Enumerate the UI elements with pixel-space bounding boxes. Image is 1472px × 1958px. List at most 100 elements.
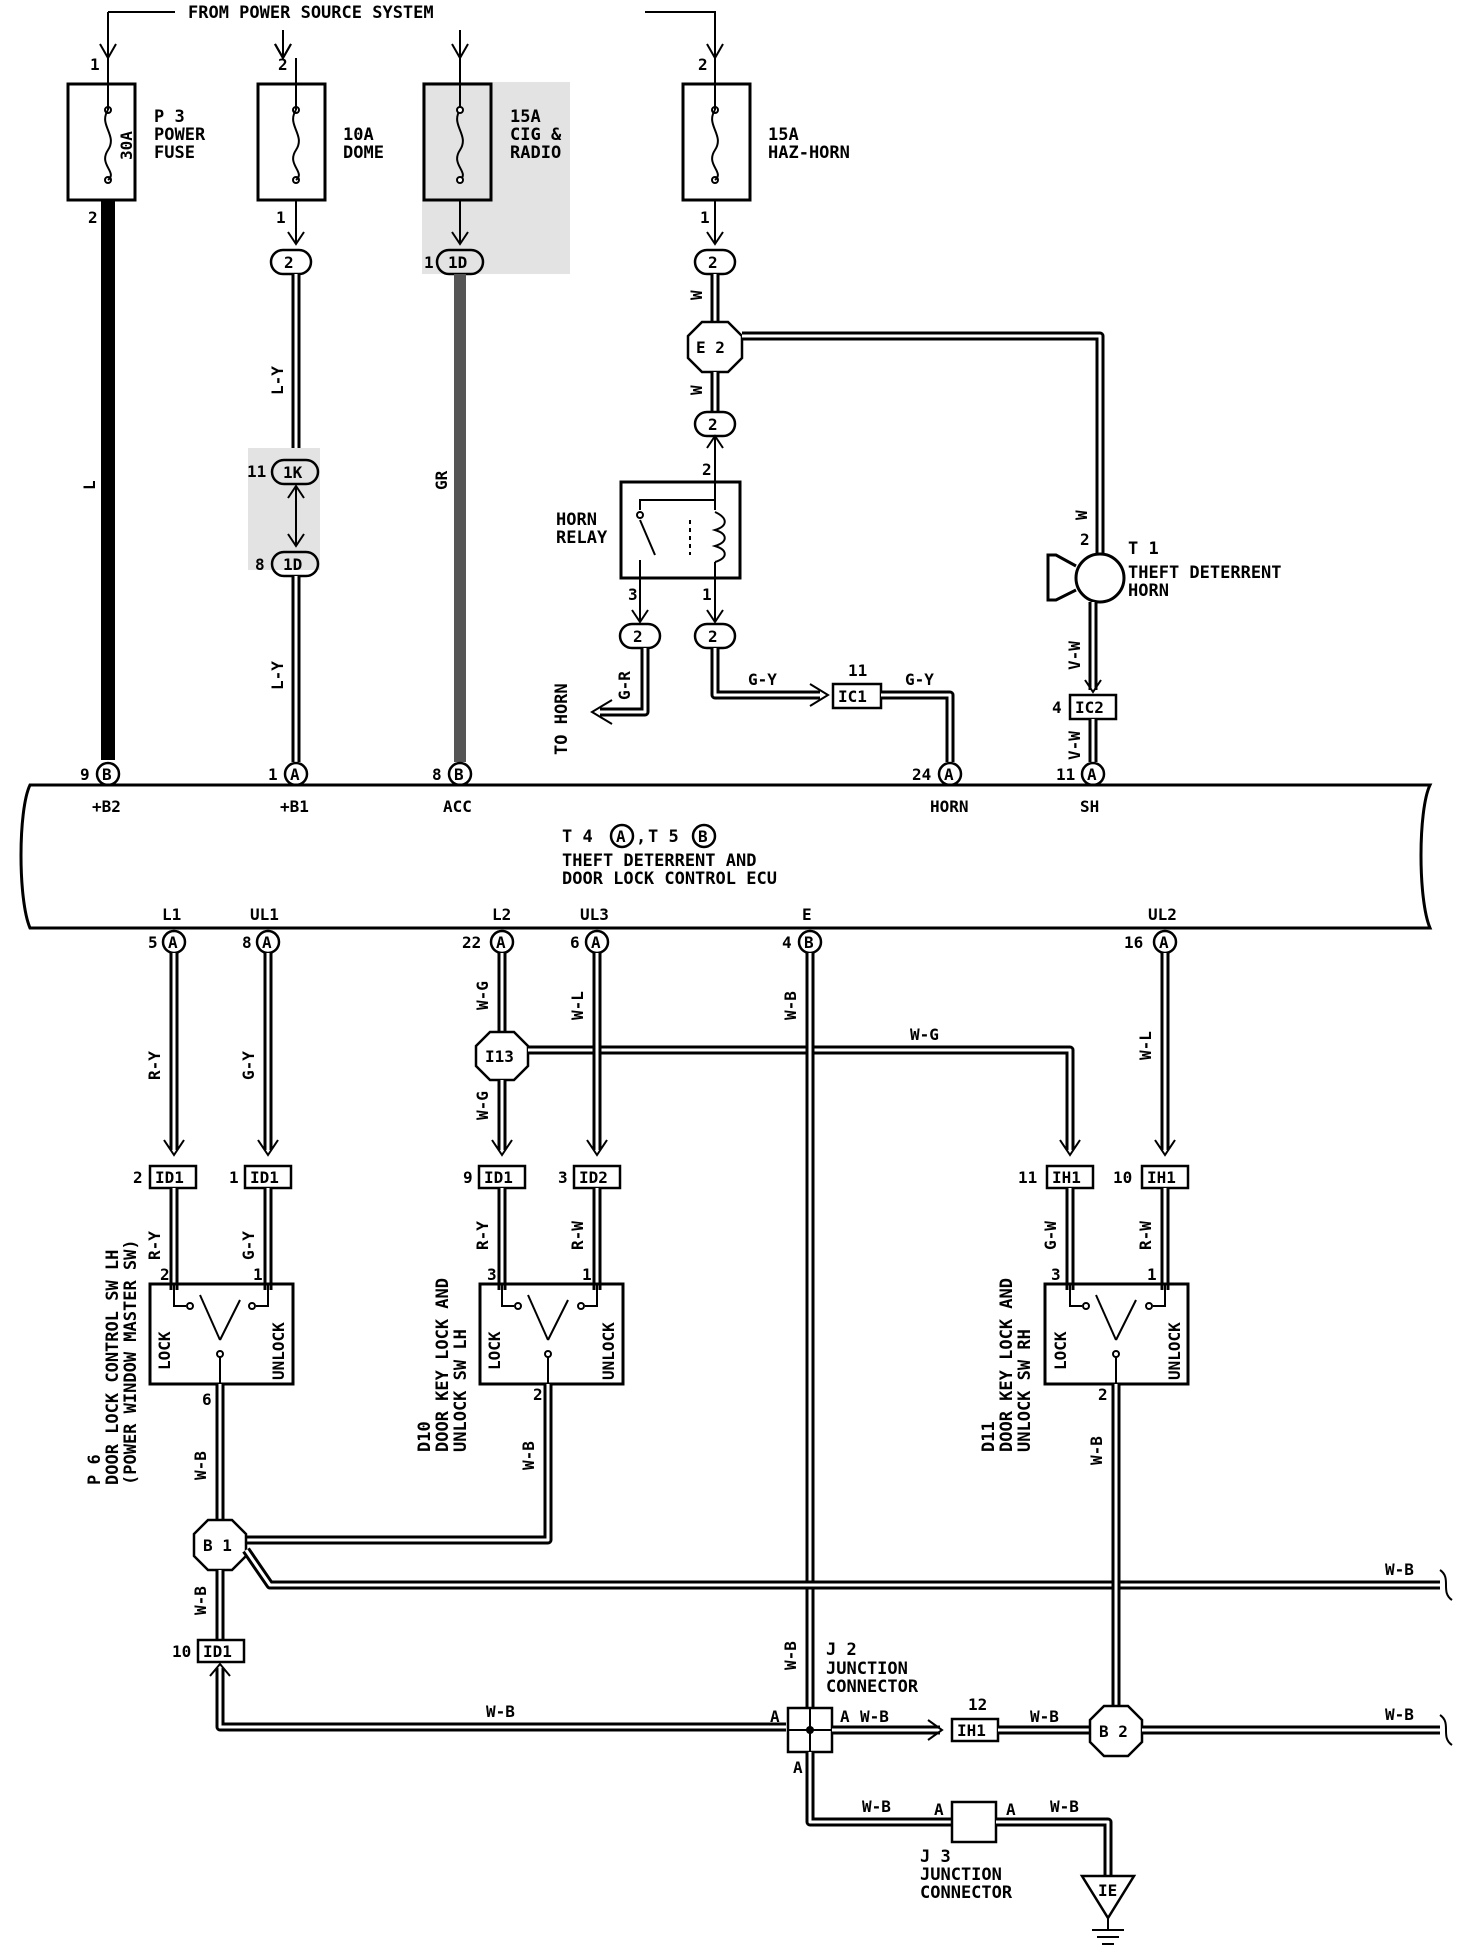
- conn-ih1-b-pin: 10: [1113, 1168, 1132, 1187]
- terminal-l1-pin: 5: [148, 933, 158, 952]
- terminal-ul2-pin: 16: [1124, 933, 1143, 952]
- horn-relay: [619, 480, 742, 580]
- conn-ih1-c-pin: 12: [968, 1695, 987, 1714]
- terminal-sh[interactable]: A 11 SH: [1056, 761, 1106, 816]
- d11-pin-bottom: 2: [1098, 1385, 1108, 1404]
- terminal-ul1-name: UL1: [250, 905, 279, 924]
- d10-name: D10: [415, 1421, 435, 1452]
- p6-label2: (POWER WINDOW MASTER SW): [121, 1239, 141, 1485]
- conn-ic2-pin: 4: [1052, 698, 1062, 717]
- terminal-ul1-pin: 8: [242, 933, 252, 952]
- d11-lock: LOCK: [1051, 1331, 1070, 1370]
- conn-id1-b: ID1: [250, 1168, 279, 1187]
- wire-v-w-label-1: V-W: [1065, 641, 1084, 670]
- wire-w-g-label-1: W-G: [473, 981, 492, 1010]
- j3-a-right: A: [1006, 1800, 1016, 1819]
- d11-pin-left: 3: [1051, 1265, 1061, 1284]
- wire-l-y: 2 L-Y 11 1K 8 1D L-Y: [247, 200, 320, 762]
- wire-w-l-label-2: W-L: [1136, 1031, 1155, 1060]
- wire-l-y-label-2: L-Y: [268, 661, 287, 690]
- conn-id1-b-pin: 1: [229, 1168, 239, 1187]
- horn-relay-label1: HORN: [556, 510, 597, 530]
- p6-lock: LOCK: [155, 1331, 174, 1370]
- terminal-b1[interactable]: A 1 +B1: [268, 761, 309, 816]
- terminal-ul3-pin: 6: [570, 933, 580, 952]
- terminal-sh-pin: 11: [1056, 765, 1075, 784]
- switch-d10[interactable]: 3 1 LOCK UNLOCK 2 D10 DOOR KEY LOCK AND …: [415, 1265, 625, 1452]
- fuse-dome: 2 1 10A DOME: [256, 55, 384, 227]
- fuse-haz-horn: 2 1 15A HAZ-HORN: [681, 55, 850, 227]
- from-power-source-label: FROM POWER SOURCE SYSTEM: [188, 3, 434, 23]
- horn-relay-label2: RELAY: [556, 528, 608, 548]
- wire-g-y-label-4: G-Y: [239, 1231, 258, 1260]
- fuse-haz-pin-bottom: 1: [700, 208, 710, 227]
- wire-r-w-label-2: R-W: [1136, 1221, 1155, 1250]
- conn-2-relay-top: 2: [708, 415, 718, 434]
- terminal-e-pin: 4: [782, 933, 792, 952]
- ecu-bottom-terminals: L1 A 5 UL1 A 8 L2 A 22 UL3 A 6 E B 4 UL2…: [148, 905, 1178, 955]
- terminal-l1-conn: A: [168, 933, 178, 952]
- horn-relay-pin-top: 2: [702, 460, 712, 479]
- fuse-p3: 1 2 30A P 3 POWER FUSE: [66, 55, 206, 227]
- switch-feed-wires: R-Y G-Y R-Y R-W G-W R-W: [145, 1188, 1170, 1290]
- splice-b1: [192, 1518, 248, 1572]
- d11-label2: UNLOCK SW RH: [1015, 1329, 1035, 1452]
- d11-unlock: UNLOCK: [1165, 1322, 1184, 1380]
- fuse-cig-radio: 15A CIG & RADIO: [422, 58, 570, 274]
- wire-w-b-label-9: W-B: [1385, 1705, 1414, 1724]
- terminal-horn[interactable]: A 24 HORN: [912, 761, 969, 816]
- j2-label2: CONNECTOR: [826, 1677, 919, 1697]
- splice-b2-label: B 2: [1099, 1722, 1128, 1741]
- terminal-sh-name: SH: [1080, 797, 1099, 816]
- conn-1d-pin: 8: [255, 555, 265, 574]
- conn-id1-d-pin: 10: [172, 1642, 191, 1661]
- fuse-haz-rating: 15A: [768, 125, 799, 145]
- conn-id2: ID2: [579, 1168, 608, 1187]
- terminal-l2-name: L2: [492, 905, 511, 924]
- conn-1d: 1D: [283, 555, 302, 574]
- conn-id2-pin: 3: [558, 1168, 568, 1187]
- wire-w-b-label-1: W-B: [191, 1451, 210, 1480]
- fuse-dome-pin-bottom: 1: [276, 208, 286, 227]
- j3-name: J 3: [920, 1847, 951, 1867]
- d11-label1: DOOR KEY LOCK AND: [997, 1278, 1017, 1452]
- horn-relay-pin-left: 3: [628, 585, 638, 604]
- ecu-t4-conn: A: [616, 827, 626, 846]
- j3-label2: CONNECTOR: [920, 1883, 1013, 1903]
- conn-2-relay-right: 2: [708, 627, 718, 646]
- terminal-l2-pin: 22: [462, 933, 481, 952]
- d10-lock: LOCK: [485, 1331, 504, 1370]
- wire-w-b-label-7: W-B: [1030, 1707, 1059, 1726]
- terminal-b1-conn: A: [290, 765, 300, 784]
- wire-w-b-label-2: W-B: [519, 1441, 538, 1470]
- terminal-horn-pin: 24: [912, 765, 931, 784]
- conn-1d-b: 1D: [448, 253, 467, 272]
- terminal-b2-conn: B: [102, 765, 112, 784]
- p6-pin-right: 1: [253, 1265, 263, 1284]
- wire-g-y-label-2: G-Y: [905, 670, 934, 689]
- conn-ih1-a: IH1: [1052, 1168, 1081, 1187]
- ecu-title: T 4 A , T 5 B THEFT DETERRENT AND DOOR L…: [562, 823, 777, 889]
- fuse-cig-desc1: CIG &: [510, 125, 562, 145]
- terminal-acc[interactable]: B 8 ACC: [432, 761, 473, 816]
- theft-horn-label2: HORN: [1128, 581, 1169, 601]
- j2-name: J 2: [826, 1640, 857, 1660]
- wire-v-w-label-2: V-W: [1065, 731, 1084, 760]
- terminal-l1-name: L1: [162, 905, 181, 924]
- splice-b1-label: B 1: [203, 1536, 232, 1555]
- fuse-p3-rating: 30A: [117, 131, 136, 160]
- switch-p6[interactable]: 2 1 LOCK UNLOCK 6 P 6 DOOR LOCK CONTROL …: [85, 1239, 295, 1485]
- theft-deterrent-horn[interactable]: 2 T 1 THEFT DETERRENT HORN V-W IC2 4 V-W: [1046, 530, 1282, 762]
- conn-id1-c: ID1: [484, 1168, 513, 1187]
- terminal-acc-name: ACC: [443, 797, 472, 816]
- junction-j3: [950, 1800, 998, 1844]
- wire-g-y-label-3: G-Y: [239, 1051, 258, 1080]
- wire-w-label-1: W: [687, 290, 706, 300]
- ecu-top-terminals: B 9 +B2 A 1 +B1 B 8 ACC A 24 HORN A 11 S…: [80, 761, 1106, 816]
- terminal-b2[interactable]: B 9 +B2: [80, 761, 121, 816]
- conn-ic1-pin: 11: [848, 661, 867, 680]
- switch-d11[interactable]: 3 1 LOCK UNLOCK 2 D11 DOOR KEY LOCK AND …: [979, 1265, 1190, 1452]
- wire-gr-label: GR: [432, 470, 451, 490]
- fuse-dome-rating: 10A: [343, 125, 374, 145]
